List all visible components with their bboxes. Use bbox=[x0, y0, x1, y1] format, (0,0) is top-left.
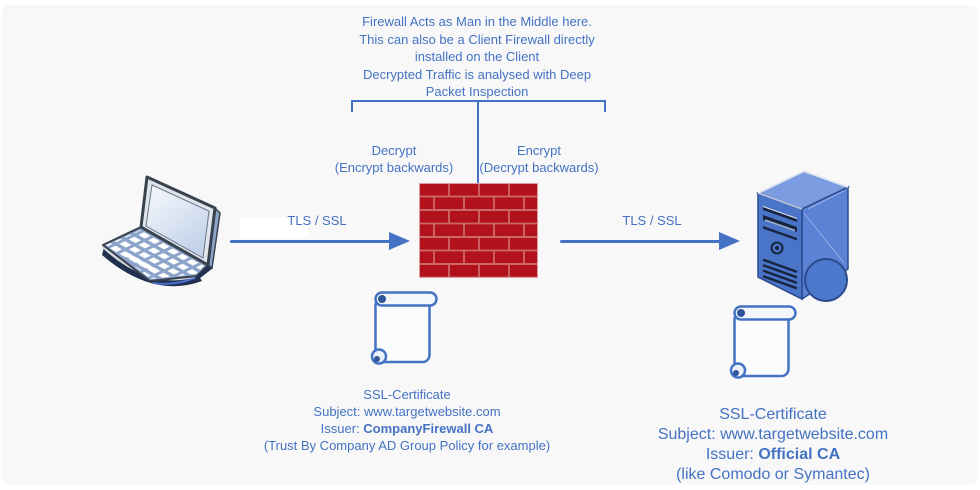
certificate-note: (Trust By Company AD Group Policy for ex… bbox=[263, 438, 551, 453]
arrow-head bbox=[389, 232, 410, 250]
certificate-subject: Subject: www.targetwebsite.com bbox=[313, 404, 501, 419]
encrypt-subtitle: (Decrypt backwards) bbox=[479, 160, 599, 175]
issuer-ca-name: CompanyFirewall CA bbox=[363, 421, 494, 436]
diagram-canvas: Firewall Acts as Man in the Middle here.… bbox=[2, 5, 978, 485]
decrypt-label: Decrypt (Encrypt backwards) bbox=[314, 142, 474, 176]
laptop-icon bbox=[101, 175, 221, 287]
server-tower-icon bbox=[756, 169, 850, 302]
arrow-shaft bbox=[560, 240, 720, 243]
brick-wall-icon bbox=[419, 183, 538, 278]
certificate-issuer: Issuer: Official CA bbox=[623, 445, 923, 465]
decrypt-subtitle: (Encrypt backwards) bbox=[334, 160, 454, 175]
certificate-scroll-icon bbox=[729, 305, 797, 379]
certificate-issuer: Issuer: CompanyFirewall CA bbox=[257, 420, 557, 437]
firewall-certificate-text: SSL-Certificate Subject: www.targetwebsi… bbox=[257, 386, 557, 454]
issuer-ca-name: Official CA bbox=[758, 446, 841, 463]
annotation-bracket bbox=[351, 100, 606, 185]
arrow-head bbox=[719, 232, 740, 250]
encrypt-title: Encrypt bbox=[516, 143, 562, 158]
issuer-prefix: Issuer: bbox=[320, 421, 364, 436]
laptop-image-background bbox=[240, 218, 308, 238]
certificate-subject: Subject: www.targetwebsite.com bbox=[657, 426, 889, 443]
encrypt-label: Encrypt (Decrypt backwards) bbox=[459, 142, 619, 176]
tls-label-left: TLS / SSL bbox=[287, 213, 347, 228]
tls-arrow-firewall-to-server bbox=[558, 232, 744, 252]
certificate-scroll-icon bbox=[370, 291, 438, 365]
issuer-prefix: Issuer: bbox=[705, 446, 759, 463]
tls-label-right: TLS / SSL bbox=[622, 213, 682, 228]
tls-arrow-client-to-firewall bbox=[228, 232, 414, 252]
mitm-annotation: Firewall Acts as Man in the Middle here.… bbox=[359, 14, 595, 99]
arrow-shaft bbox=[230, 240, 390, 243]
certificate-title: SSL-Certificate bbox=[719, 406, 827, 423]
certificate-note: (like Comodo or Symantec) bbox=[676, 466, 870, 483]
server-certificate-text: SSL-Certificate Subject: www.targetwebsi… bbox=[623, 405, 923, 485]
decrypt-title: Decrypt bbox=[371, 143, 417, 158]
certificate-title: SSL-Certificate bbox=[363, 387, 451, 402]
